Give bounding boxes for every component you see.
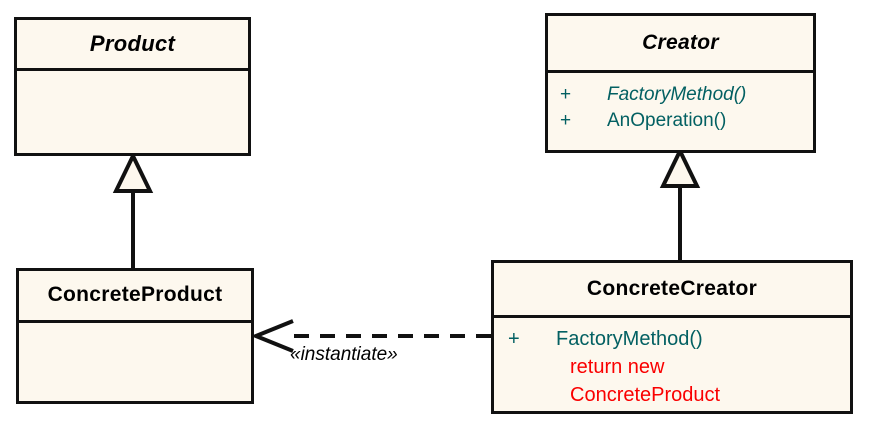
compartment-divider xyxy=(17,67,248,71)
compartment-divider xyxy=(548,70,813,73)
compartment-divider xyxy=(19,319,251,323)
class-box-concreteproduct[interactable]: ConcreteProduct xyxy=(16,268,254,404)
class-name-product: Product xyxy=(89,30,176,56)
member-row: + AnOperation() xyxy=(548,108,813,134)
generalization-concretecreator-to-creator xyxy=(659,146,701,261)
members-compartment-concreteproduct xyxy=(19,323,251,401)
dependency-stereotype-label: «instantiate» xyxy=(290,344,398,365)
member-row: + FactoryMethod() xyxy=(494,325,850,353)
member-name: FactoryMethod() xyxy=(607,84,747,105)
class-box-product[interactable]: Product xyxy=(14,17,251,156)
class-name-concretecreator: ConcreteCreator xyxy=(586,277,758,300)
class-box-concretecreator[interactable]: ConcreteCreator + FactoryMethod() return… xyxy=(491,260,853,414)
member-name: FactoryMethod() xyxy=(556,328,703,350)
members-compartment-concretecreator: + FactoryMethod() return new ConcretePro… xyxy=(494,318,850,411)
dependency-open-arrowhead xyxy=(250,319,294,353)
method-body-line: return new xyxy=(570,356,665,378)
visibility-marker: + xyxy=(508,328,520,350)
members-compartment-product xyxy=(17,71,248,153)
visibility-marker: + xyxy=(560,110,572,131)
method-body-line: ConcreteProduct xyxy=(570,384,721,406)
member-row: + FactoryMethod() xyxy=(548,82,813,108)
class-name-concreteproduct: ConcreteProduct xyxy=(47,283,223,307)
class-name-creator: Creator xyxy=(642,31,719,54)
compartment-divider xyxy=(494,315,850,318)
member-name: AnOperation() xyxy=(607,110,727,131)
members-compartment-creator: + FactoryMethod() + AnOperation() xyxy=(548,73,813,150)
generalization-arrowhead-right xyxy=(659,146,701,188)
visibility-marker: + xyxy=(560,84,572,105)
generalization-arrowhead-left xyxy=(112,151,154,193)
class-box-creator[interactable]: Creator + FactoryMethod() + AnOperation(… xyxy=(545,13,816,153)
generalization-concreteproduct-to-product xyxy=(112,151,154,268)
